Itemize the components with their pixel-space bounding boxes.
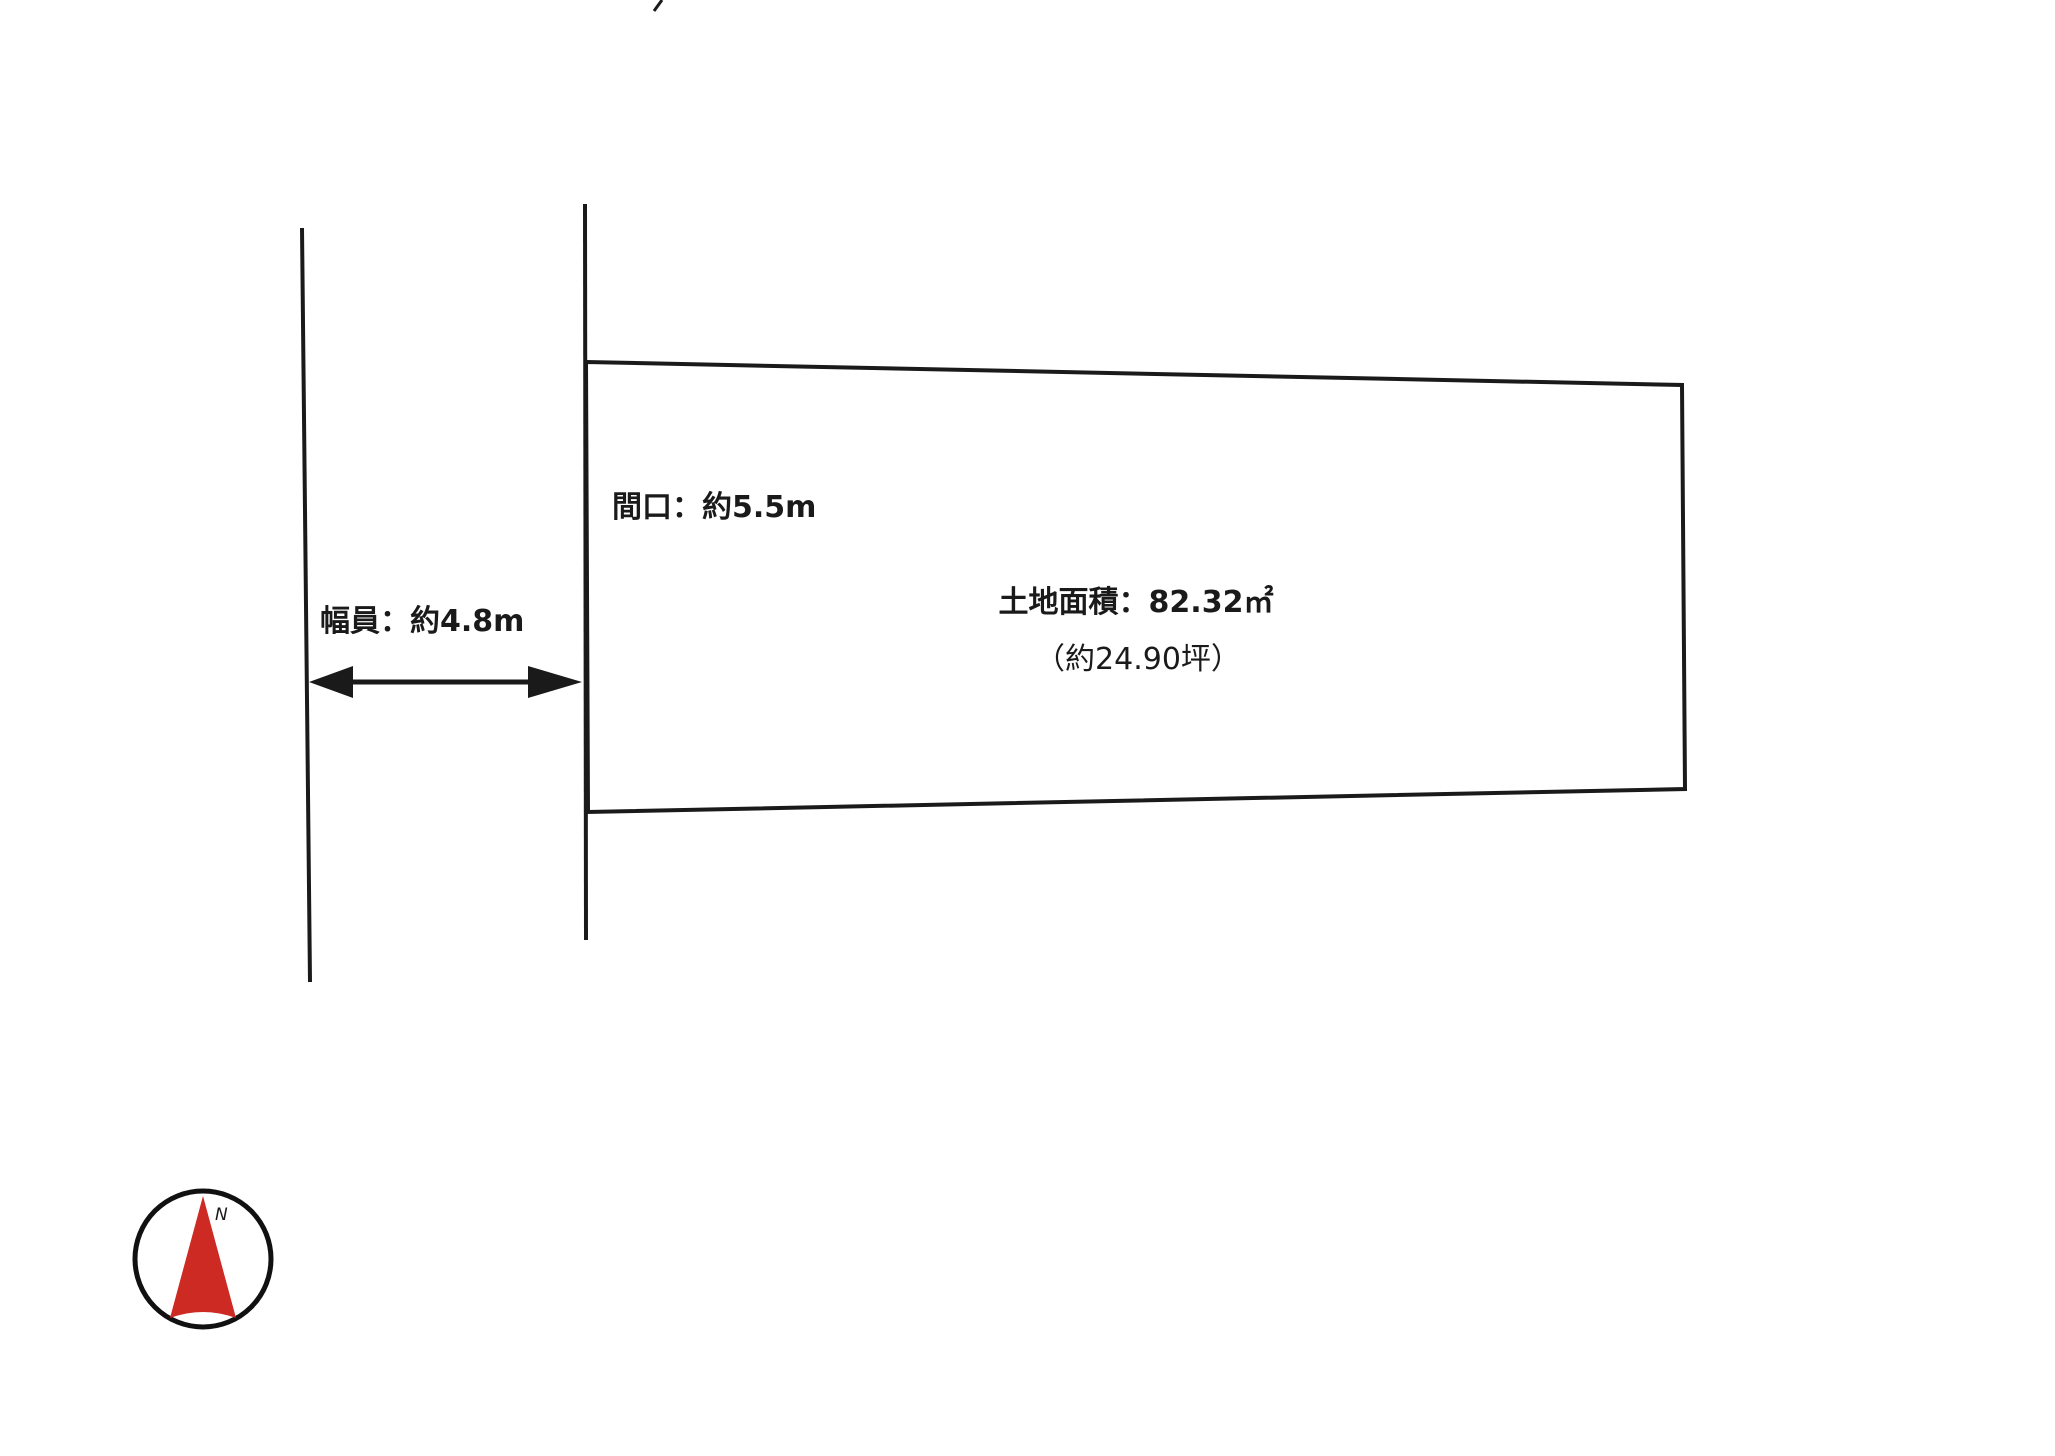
road-width-label: 幅員：約4.8m — [320, 604, 524, 639]
north-arrow-icon: N — [132, 1188, 274, 1330]
compass-n-label: N — [215, 1205, 228, 1225]
arrowhead-left-icon — [309, 666, 353, 698]
land-plot-outline — [583, 359, 1688, 815]
road-left-edge-line — [300, 227, 312, 983]
stray-mark — [652, 0, 664, 12]
frontage-label: 間口：約5.5m — [612, 490, 816, 525]
arrowhead-right-icon — [528, 666, 582, 698]
road-width-dimension — [309, 666, 582, 698]
land-area-label: 土地面積：82.32㎡ — [999, 585, 1274, 620]
land-area-tsubo-label: （約24.90坪） — [1035, 642, 1241, 677]
compass-needle — [170, 1196, 236, 1318]
